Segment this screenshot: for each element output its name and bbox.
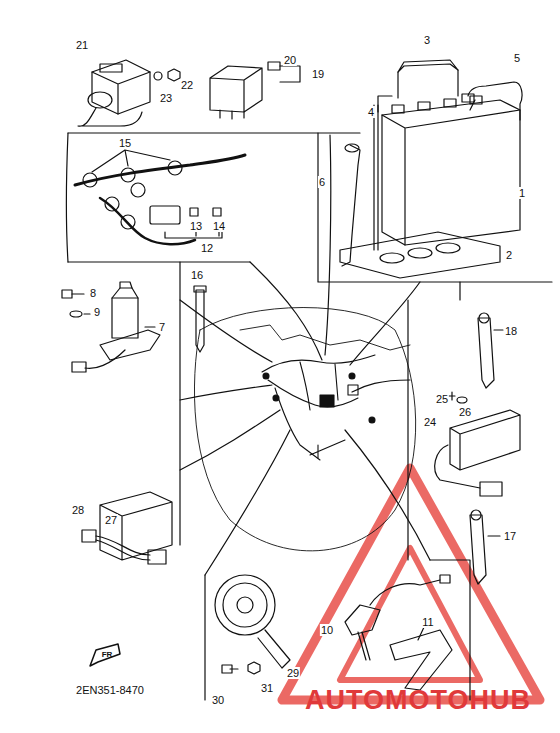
callout-number: 4 (367, 106, 375, 118)
callout-number: 17 (503, 530, 517, 542)
callout-number: 30 (211, 694, 225, 706)
callout-number: 11 (421, 616, 434, 628)
callout-number: 16 (190, 269, 204, 281)
callout-number: 3 (423, 34, 431, 46)
callout-number: 28 (71, 504, 85, 516)
callout-number: 5 (513, 52, 521, 64)
callout-number: 14 (212, 220, 226, 232)
callout-number: 18 (504, 325, 518, 337)
callout-number: 2 (505, 249, 513, 261)
callout-number: 21 (75, 39, 89, 51)
callout-number: 7 (158, 321, 166, 333)
callout-number: 15 (118, 137, 132, 149)
callout-number: 24 (423, 416, 437, 428)
callout-number: 1 (518, 187, 526, 199)
callout-number: 23 (159, 92, 173, 104)
callout-number: 22 (180, 79, 194, 91)
callout-number: 25 (435, 393, 449, 405)
callout-number: 19 (311, 68, 325, 80)
callout-number: 6 (318, 176, 326, 188)
callout-number: 20 (283, 54, 297, 66)
watermark: AUTOMOTOHUB (304, 686, 532, 714)
callout-number: 12 (200, 242, 214, 254)
callout-number: 29 (286, 667, 300, 679)
callout-number: 9 (93, 306, 101, 318)
callout-number: 31 (260, 682, 274, 694)
callout-number: 13 (189, 220, 203, 232)
callout-number: 8 (89, 287, 97, 299)
callout-number: 26 (458, 406, 472, 418)
callout-number: 10 (320, 624, 334, 636)
callout-number: FR (101, 649, 114, 661)
callout-number: 27 (104, 514, 118, 526)
drawing-code: 2EN351-8470 (75, 684, 145, 696)
